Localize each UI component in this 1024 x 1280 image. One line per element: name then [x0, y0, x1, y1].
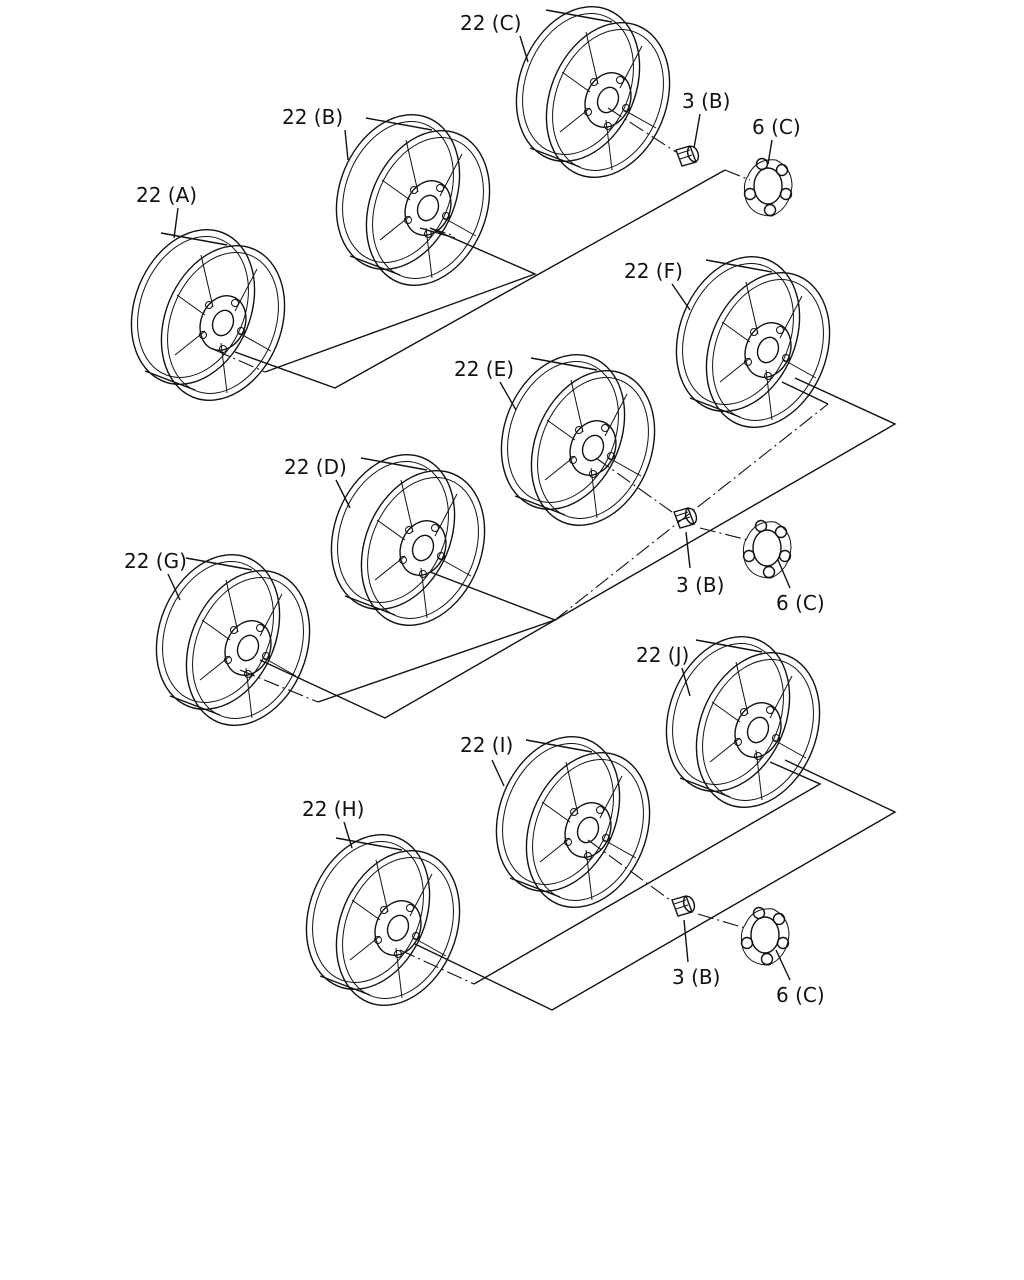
center-cap-2 [742, 519, 792, 579]
label-wheel-j: 22 (J) [636, 643, 689, 667]
lug-nut-3 [671, 894, 698, 917]
group-3: 22 (H) 22 (I) 22 (J) 3 (B) 6 (C) [283, 617, 897, 1025]
wheel-c [493, 0, 693, 197]
group-1: 22 (A) 22 (B) 22 (C) 3 (B) 6 (C) [108, 0, 801, 420]
label-wheel-g: 22 (G) [124, 549, 187, 573]
label-cap-2: 6 (C) [776, 591, 825, 615]
wheel-f [653, 237, 853, 447]
center-cap-1 [743, 157, 793, 217]
label-wheel-d: 22 (D) [284, 455, 347, 479]
label-wheel-b: 22 (B) [282, 105, 343, 129]
label-wheel-i: 22 (I) [460, 733, 513, 757]
label-cap-3: 6 (C) [776, 983, 825, 1007]
wheel-b [313, 95, 513, 305]
label-nut-1: 3 (B) [682, 89, 730, 113]
label-nut-2: 3 (B) [676, 573, 724, 597]
wheel-h [283, 815, 483, 1025]
label-wheel-h: 22 (H) [302, 797, 364, 821]
label-wheel-e: 22 (E) [454, 357, 514, 381]
label-wheel-f: 22 (F) [624, 259, 683, 283]
label-wheel-a: 22 (A) [136, 183, 197, 207]
label-wheel-c: 22 (C) [460, 11, 521, 35]
wheel-a [108, 210, 308, 420]
group-2: 22 (G) 22 (D) 22 (E) 22 (F) 3 (B) 6 (C) [124, 237, 897, 745]
label-cap-1: 6 (C) [752, 115, 801, 139]
label-nut-3: 3 (B) [672, 965, 720, 989]
center-cap-3 [740, 906, 790, 966]
lug-nut-1 [675, 144, 702, 167]
